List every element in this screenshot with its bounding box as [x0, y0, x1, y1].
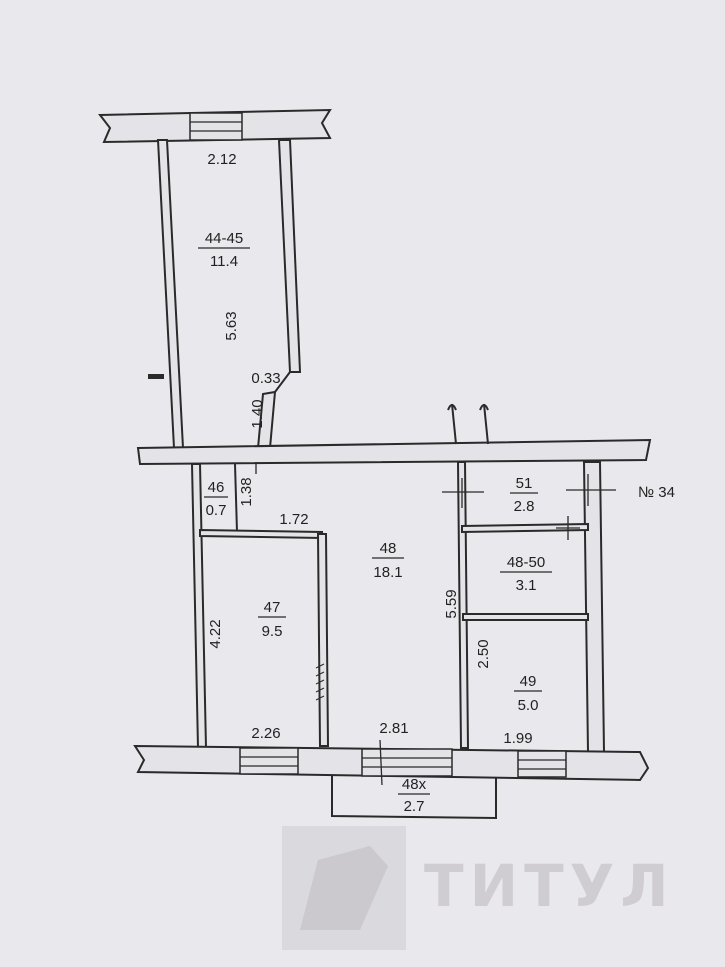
room-number: 48	[380, 540, 397, 557]
room-area: 2.8	[514, 498, 535, 515]
room-number: 46	[208, 479, 225, 496]
room-label-49: 49 5.0	[514, 673, 542, 714]
room-area: 3.1	[516, 577, 537, 594]
room-area: 5.0	[518, 697, 539, 714]
partitions	[199, 461, 616, 749]
room-label-46: 46 0.7	[204, 479, 228, 519]
room-number: 44-45	[205, 230, 243, 247]
room-area: 18.1	[373, 564, 402, 581]
door-hatch	[315, 663, 325, 701]
dimension-2-81: 2.81	[379, 720, 408, 737]
lower-block-walls	[133, 461, 650, 820]
room-label-48-50: 48-50 3.1	[500, 554, 552, 594]
room-area: 11.4	[210, 253, 238, 270]
room-number: 47	[264, 599, 281, 616]
window-bottom-left	[239, 747, 299, 775]
dimension-4-22: 4.22	[207, 619, 224, 648]
room-label-47: 47 9.5	[258, 599, 286, 640]
upper-wing-walls	[98, 108, 332, 449]
dimension-0-33: 0.33	[251, 370, 280, 387]
room-label-51: 51 2.8	[510, 475, 538, 515]
dimension-1-40: 1.40	[249, 399, 266, 428]
window-bottom-right	[517, 750, 567, 778]
room-number: 48х	[402, 776, 427, 793]
room-label-48: 48 18.1	[372, 540, 404, 581]
window-bottom-middle	[361, 739, 453, 786]
room-label-44-45: 44-45 11.4	[198, 230, 250, 270]
dimension-1-99: 1.99	[503, 730, 532, 747]
watermark: ТИТУЛ	[282, 826, 675, 950]
balcony-outline	[331, 776, 497, 820]
room-number: 51	[516, 475, 533, 492]
watermark-text: ТИТУЛ	[424, 852, 675, 920]
room-area: 0.7	[206, 502, 227, 519]
room-area: 9.5	[262, 623, 283, 640]
dimension-1-38: 1.38	[238, 477, 255, 506]
room-number: 49	[520, 673, 537, 690]
dimension-2-50: 2.50	[475, 639, 492, 668]
dimension-5-59: 5.59	[443, 589, 460, 618]
dimension-1-72: 1.72	[279, 511, 308, 528]
window-top	[189, 112, 243, 141]
dimension-2-12: 2.12	[207, 151, 236, 168]
apartment-number: № 34	[638, 484, 675, 501]
room-label-48x: 48х 2.7	[398, 776, 430, 815]
room-number: 48-50	[507, 554, 545, 571]
dimension-labels: 2.12 5.63 0.33 1.40 1.38 1.72 4.22 5.59 …	[207, 151, 533, 747]
dimension-2-26: 2.26	[251, 725, 280, 742]
middle-wall	[136, 403, 652, 466]
room-area: 2.7	[404, 798, 425, 815]
dimension-5-63: 5.63	[223, 311, 240, 340]
